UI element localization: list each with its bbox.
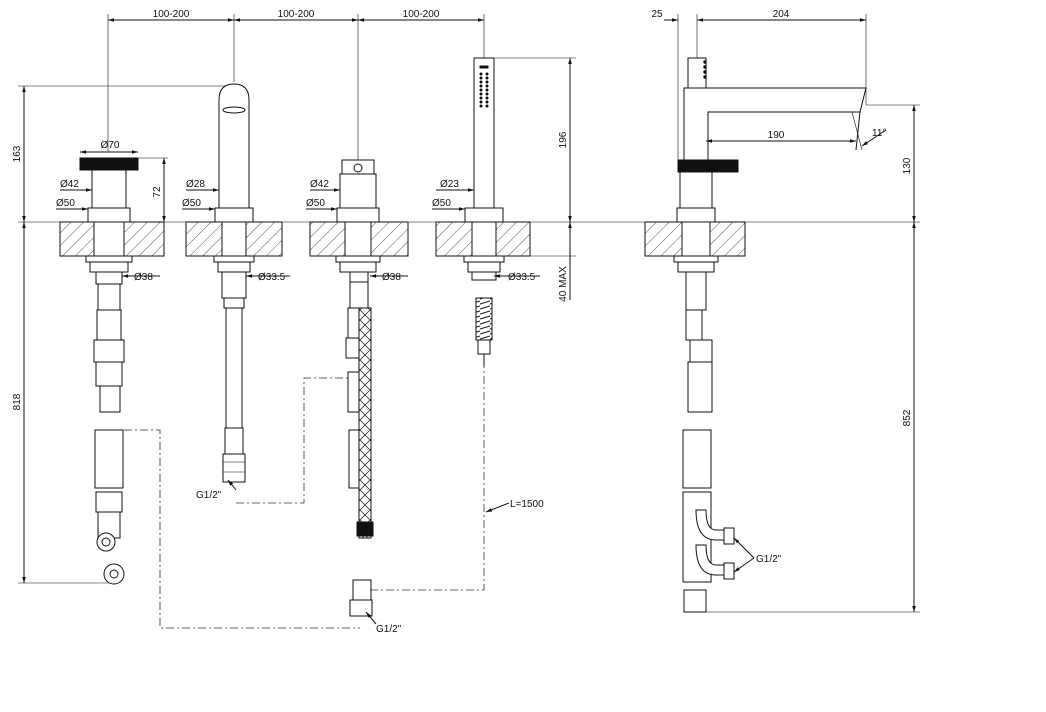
handle-dia-body: Ø42	[60, 179, 79, 190]
handshower-dia-shank: Ø33.5	[508, 272, 536, 283]
handle-dia-base: Ø50	[56, 198, 75, 209]
side-height-top: 130	[902, 157, 913, 174]
spout-thread: G1/2"	[196, 490, 222, 501]
handshower-dia-body: Ø23	[440, 179, 459, 190]
diverter-dia-base: Ø50	[306, 198, 325, 209]
handshower-dia-base: Ø50	[432, 198, 451, 209]
handshower-unit: 196 40 MAX Ø23 Ø50 Ø33.5	[432, 57, 576, 366]
height-bottom-label: 818	[12, 393, 23, 410]
spout-dia-base: Ø50	[182, 198, 201, 209]
diverter-dia-shank: Ø38	[382, 272, 401, 283]
diverter-dia-body: Ø42	[310, 179, 329, 190]
spacing-b-label: 100-200	[278, 9, 315, 20]
side-view-unit: 190 11° 130 852 G1/2"	[673, 57, 920, 613]
diverter-thread: G1/2"	[376, 624, 402, 635]
spacing-a-label: 100-200	[153, 9, 190, 20]
height-top-label: 163	[12, 145, 23, 162]
handshower-deck: 40 MAX	[558, 266, 569, 302]
spout-dia-body: Ø28	[186, 179, 205, 190]
handshower-nozzles	[479, 65, 489, 108]
top-dimension-chain: 100-200 100-200 100-200 25 204	[107, 9, 867, 160]
left-dimensions: 163 818	[12, 85, 230, 584]
spout-unit: Ø28 Ø50 Ø33.5 G1/2"	[182, 83, 290, 501]
side-thread-label: G1/2"	[756, 554, 782, 565]
side-offset-label: 25	[651, 9, 663, 20]
handle-dia-shank: Ø38	[134, 272, 153, 283]
side-angle-label: 11°	[872, 128, 886, 139]
diverter-unit: Ø42 Ø50 Ø38 G1/2"	[306, 159, 408, 635]
side-height-bottom: 852	[902, 409, 913, 426]
side-reach-label: 190	[768, 130, 785, 141]
deck-slabs	[59, 221, 746, 257]
hose-length-label: L=1500	[510, 499, 544, 510]
spout-dia-shank: Ø33.5	[258, 272, 286, 283]
handle-unit: Ø70 Ø42 Ø50 72 Ø38	[56, 140, 168, 585]
handshower-height: 196	[558, 131, 569, 148]
side-length-label: 204	[773, 9, 790, 20]
handle-height: 72	[152, 186, 163, 198]
connection-lines: L=1500	[124, 366, 544, 629]
handle-dia-top: Ø70	[101, 140, 120, 151]
spacing-c-label: 100-200	[403, 9, 440, 20]
